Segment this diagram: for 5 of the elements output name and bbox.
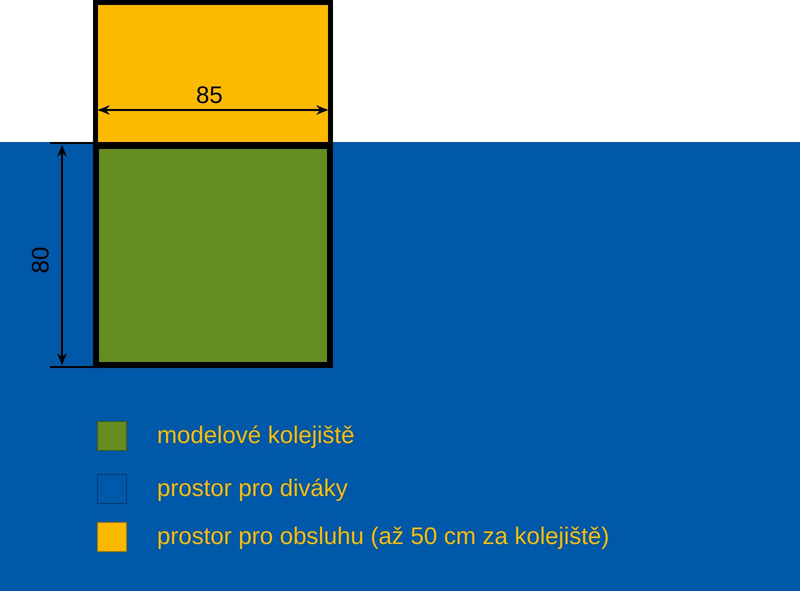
legend-label: modelové kolejiště [157, 421, 354, 451]
legend-label: prostor pro diváky [157, 474, 348, 504]
dimension-label: 85 [196, 82, 223, 110]
dimension-label: 80 [27, 246, 56, 274]
legend-label: prostor pro obsluhu (až 50 cm za kolejiště) [157, 522, 610, 552]
